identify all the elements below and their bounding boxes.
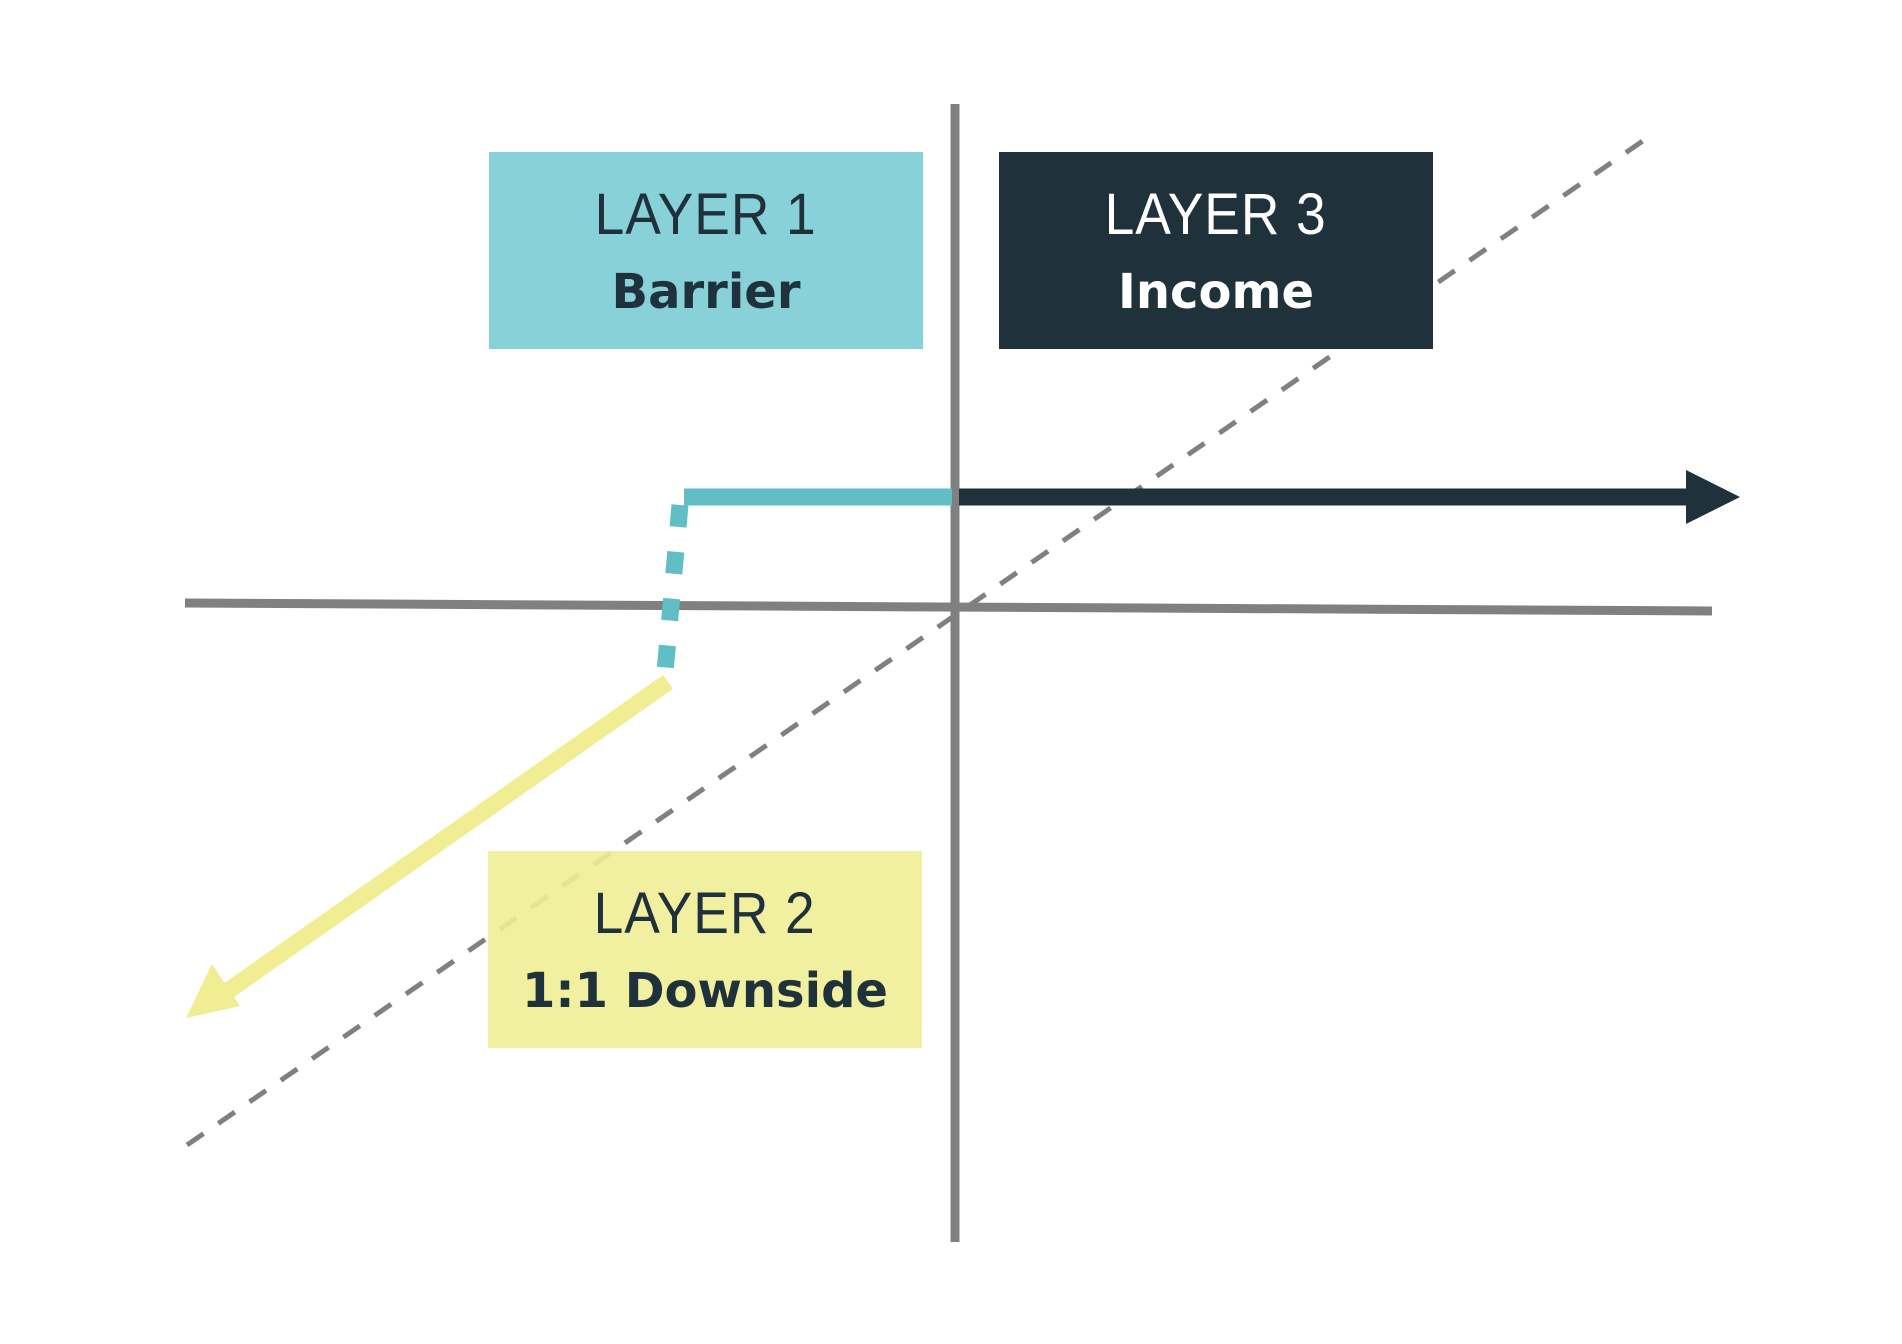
reference-diagonal-dashed-line: [185, 133, 1652, 1148]
layer-2-subtitle: 1:1 Downside: [522, 962, 888, 1019]
layer-2-title: LAYER 2: [594, 880, 816, 946]
downside-arrow-line: [217, 675, 673, 1002]
layer-3-box: LAYER 3 Income: [999, 152, 1433, 349]
layer-2-box: LAYER 2 1:1 Downside: [488, 851, 922, 1048]
layer-3-subtitle: Income: [1117, 263, 1315, 320]
downside-arrowhead-icon: [186, 964, 240, 1018]
barrier-drop-dotted-line: [656, 504, 689, 673]
layer-1-title: LAYER 1: [595, 181, 817, 247]
income-arrowhead-icon: [1686, 470, 1740, 524]
x-axis: [184, 598, 1713, 616]
layer-1-box: LAYER 1 Barrier: [489, 152, 923, 349]
layer-3-title: LAYER 3: [1105, 181, 1327, 247]
layer-1-subtitle: Barrier: [611, 263, 801, 320]
